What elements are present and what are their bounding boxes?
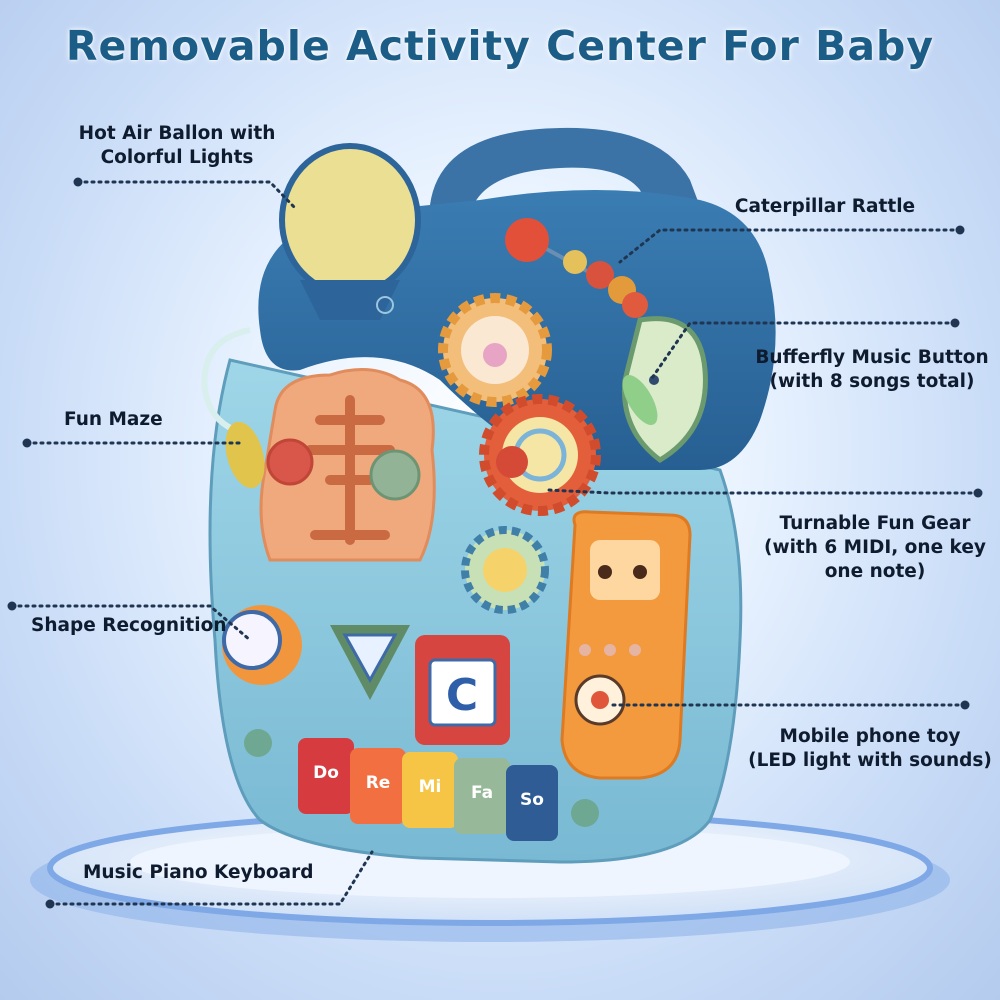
shape-recognition[interactable]: C [222, 605, 510, 745]
callout-line: Colorful Lights [100, 147, 254, 168]
callout-butterfly-music-button: Bufferfly Music Button (with 8 songs tot… [752, 346, 992, 394]
callout-line: Hot Air Ballon with [78, 123, 276, 144]
callout-hot-air-balloon: Hot Air Ballon with Colorful Lights [62, 122, 292, 170]
callout-fun-maze: Fun Maze [64, 408, 163, 432]
callout-caterpillar-rattle: Caterpillar Rattle [720, 195, 930, 219]
callout-line: Bufferfly Music Button [755, 347, 989, 368]
piano-key-do[interactable] [298, 738, 354, 814]
callout-line: Shape Recognition [31, 615, 227, 636]
callout-line: Turnable Fun Gear [779, 513, 971, 534]
piano-key-so[interactable] [506, 765, 558, 841]
piano-key-label: Mi [419, 777, 442, 797]
callout-turnable-fun-gear: Turnable Fun Gear (with 6 MIDI, one key … [752, 512, 998, 584]
callout-shape-recognition: Shape Recognition [31, 614, 227, 638]
hot-air-balloon[interactable] [279, 143, 421, 320]
page-title: Removable Activity Center For Baby [65, 22, 935, 70]
piano-key-fa[interactable] [454, 758, 510, 834]
turnable-fun-gear[interactable] [438, 293, 601, 614]
mobile-phone-toy[interactable] [560, 510, 692, 780]
callout-line: Mobile phone toy [779, 726, 961, 747]
callout-line: (LED light with sounds) [748, 750, 992, 771]
callout-line: Music Piano Keyboard [83, 862, 314, 883]
fun-maze[interactable] [219, 368, 436, 562]
callout-line: Caterpillar Rattle [734, 196, 916, 217]
callout-endpoints [7, 177, 983, 909]
piano-key-mi[interactable] [402, 752, 458, 828]
callout-line: Fun Maze [64, 409, 163, 430]
callout-line: (with 8 songs total) [769, 371, 975, 392]
music-piano-keyboard[interactable]: Do Re Mi Fa So [244, 729, 599, 841]
callout-music-piano-keyboard: Music Piano Keyboard [83, 861, 313, 885]
callout-line: (with 6 MIDI, one key [764, 537, 986, 558]
butterfly-music-button[interactable] [616, 316, 708, 464]
piano-key-label: Fa [471, 783, 493, 803]
piano-key-label: So [520, 790, 544, 810]
callout-line: one note) [824, 561, 926, 582]
callout-mobile-phone-toy: Mobile phone toy (LED light with sounds) [745, 725, 995, 773]
callout-leaders [10, 180, 980, 906]
caterpillar-rattle[interactable] [505, 218, 648, 318]
shape-letter: C [446, 670, 478, 721]
piano-key-label: Do [313, 763, 339, 783]
piano-key-re[interactable] [350, 748, 406, 824]
piano-key-label: Re [366, 773, 391, 793]
